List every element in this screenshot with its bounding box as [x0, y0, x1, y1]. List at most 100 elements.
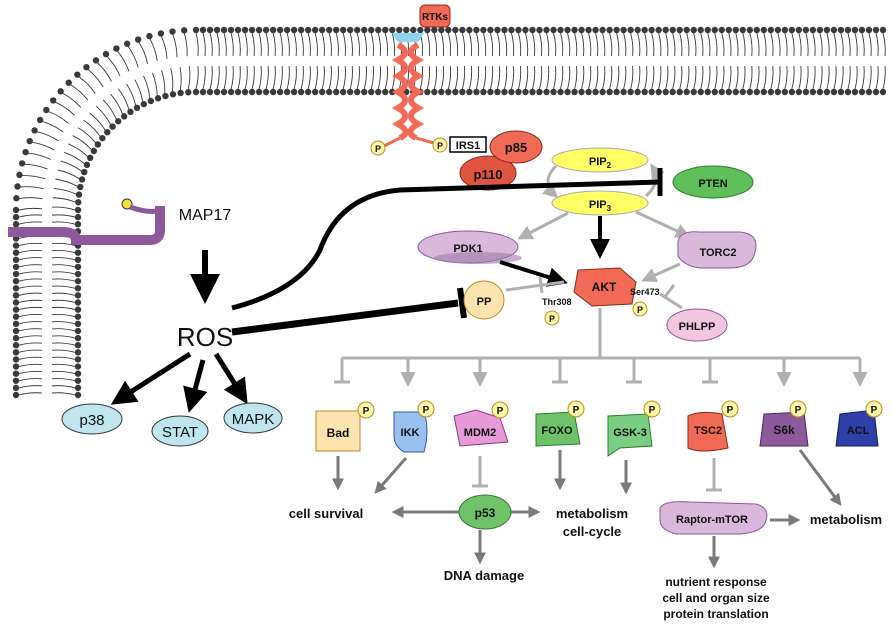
svg-text:PHLPP: PHLPP — [679, 321, 716, 333]
phospho-circle: P — [567, 400, 585, 418]
ros-to-stat-arrow — [183, 359, 208, 413]
svg-text:IKK: IKK — [401, 427, 420, 439]
torc2-node: TORC2 — [677, 231, 757, 269]
svg-text:MDM2: MDM2 — [464, 427, 496, 439]
akt-target-tree — [334, 308, 868, 387]
cell-survival-label: cell survival — [289, 506, 363, 521]
acl-node: ACL — [835, 409, 879, 447]
nutrient-response-label: nutrient response — [665, 575, 767, 589]
svg-text:p110: p110 — [474, 167, 503, 182]
phospho-circle: P — [865, 400, 883, 418]
pdk1-to-akt-arrow — [499, 260, 568, 287]
p38-node: p38 — [61, 403, 123, 435]
svg-text:IRS1: IRS1 — [456, 140, 480, 152]
dna-damage-label: DNA damage — [444, 568, 524, 583]
pp-inhibition-bar — [457, 287, 467, 319]
mdm2-node: MDM2 — [453, 409, 509, 447]
svg-text:Raptor-mTOR: Raptor-mTOR — [676, 514, 748, 526]
cell-membrane — [12, 26, 887, 399]
akt-node: AKT — [573, 267, 637, 307]
cell-cycle-label: cell-cycle — [563, 524, 622, 539]
svg-text:P: P — [637, 305, 643, 315]
svg-text:P: P — [649, 405, 656, 416]
phospho-circle: P — [544, 310, 560, 326]
svg-text:STAT: STAT — [162, 424, 198, 441]
inhibition-bars — [472, 456, 722, 492]
map17-membrane-protein — [8, 198, 165, 245]
svg-text:P: P — [549, 314, 555, 324]
svg-text:FOXO: FOXO — [541, 425, 573, 437]
stat-node: STAT — [151, 415, 209, 447]
pip3-node: PIP3 — [551, 190, 649, 216]
phospho-circle: P — [432, 137, 448, 153]
phospho-circle: P — [370, 140, 386, 156]
pp-inhibits-akt — [505, 280, 565, 292]
phospho-circle: P — [417, 400, 435, 418]
svg-text:p38: p38 — [79, 412, 104, 429]
bad-node: Bad — [315, 410, 361, 452]
svg-text:PIP2: PIP2 — [589, 156, 612, 170]
phlpp-inhibits-akt — [659, 292, 683, 310]
ros-inhibits-pten — [231, 179, 661, 311]
map17-label: MAP17 — [179, 207, 232, 224]
rtk-receptor: RTKs — [383, 4, 451, 148]
pp-node: PP — [463, 280, 505, 320]
foxo-node: FOXO — [535, 411, 581, 447]
metabolism-label: metabolism — [556, 506, 628, 521]
downstream-arrows — [332, 449, 842, 569]
ikk-node: IKK — [393, 411, 428, 453]
mapk-node: MAPK — [223, 402, 283, 434]
svg-text:MAPK: MAPK — [232, 411, 275, 428]
svg-text:PIP3: PIP3 — [589, 199, 612, 213]
ros-inhibits-pp — [231, 299, 459, 336]
pdk1-node: PDK1 — [417, 230, 522, 264]
p110-node: p110 — [459, 155, 517, 191]
svg-text:P: P — [795, 405, 802, 416]
svg-text:PP: PP — [477, 296, 492, 308]
svg-text:TORC2: TORC2 — [699, 247, 736, 259]
ros-to-p38-arrow — [110, 351, 192, 405]
rtks-label: RTKs — [422, 12, 449, 23]
torc2-to-akt-arrow — [641, 262, 681, 282]
svg-text:P: P — [727, 405, 734, 416]
gsk3-node: GSK-3 — [607, 413, 653, 457]
svg-text:Bad: Bad — [327, 426, 350, 440]
phospho-circle: P — [643, 400, 661, 418]
thr308-label: Thr308 — [542, 297, 572, 307]
ros-label: ROS — [177, 322, 233, 352]
phospho-circle: P — [632, 301, 648, 317]
svg-text:p53: p53 — [475, 506, 496, 520]
pip2-node: PIP2 — [551, 147, 649, 173]
pip3-to-pdk1-arrow — [517, 211, 569, 240]
pip3-to-torc2-arrow — [635, 210, 691, 238]
phospho-circle: P — [789, 400, 807, 418]
irs1-node: IRS1 — [449, 136, 487, 153]
svg-text:P: P — [497, 406, 504, 417]
phospho-circle: P — [357, 401, 375, 419]
svg-text:P: P — [437, 141, 443, 151]
phlpp-node: PHLPP — [666, 308, 728, 342]
svg-text:P: P — [375, 144, 381, 154]
svg-text:S6k: S6k — [773, 423, 795, 437]
protein-translation-label: protein translation — [663, 607, 768, 621]
pten-node: PTEN — [672, 165, 754, 199]
svg-text:P: P — [871, 405, 878, 416]
ros-to-mapk-arrow — [213, 352, 248, 405]
metabolism-label-2: metabolism — [810, 512, 882, 527]
svg-text:P: P — [573, 405, 580, 416]
ser473-label: Ser473 — [630, 287, 660, 297]
p53-node: p53 — [458, 494, 512, 530]
pip2-to-pip3-arrow — [542, 164, 559, 198]
svg-text:GSK-3: GSK-3 — [613, 427, 647, 439]
svg-text:P: P — [423, 405, 430, 416]
raptor-mtor-node: Raptor-mTOR — [659, 501, 768, 535]
phospho-circle: P — [721, 400, 739, 418]
svg-text:AKT: AKT — [592, 280, 617, 294]
tsc2-node: TSC2 — [687, 411, 729, 452]
s6k-node: S6k — [759, 411, 809, 447]
svg-text:p85: p85 — [505, 140, 527, 155]
svg-text:TSC2: TSC2 — [694, 425, 722, 437]
svg-text:ACL: ACL — [847, 425, 870, 437]
phospho-circle: P — [491, 401, 509, 419]
